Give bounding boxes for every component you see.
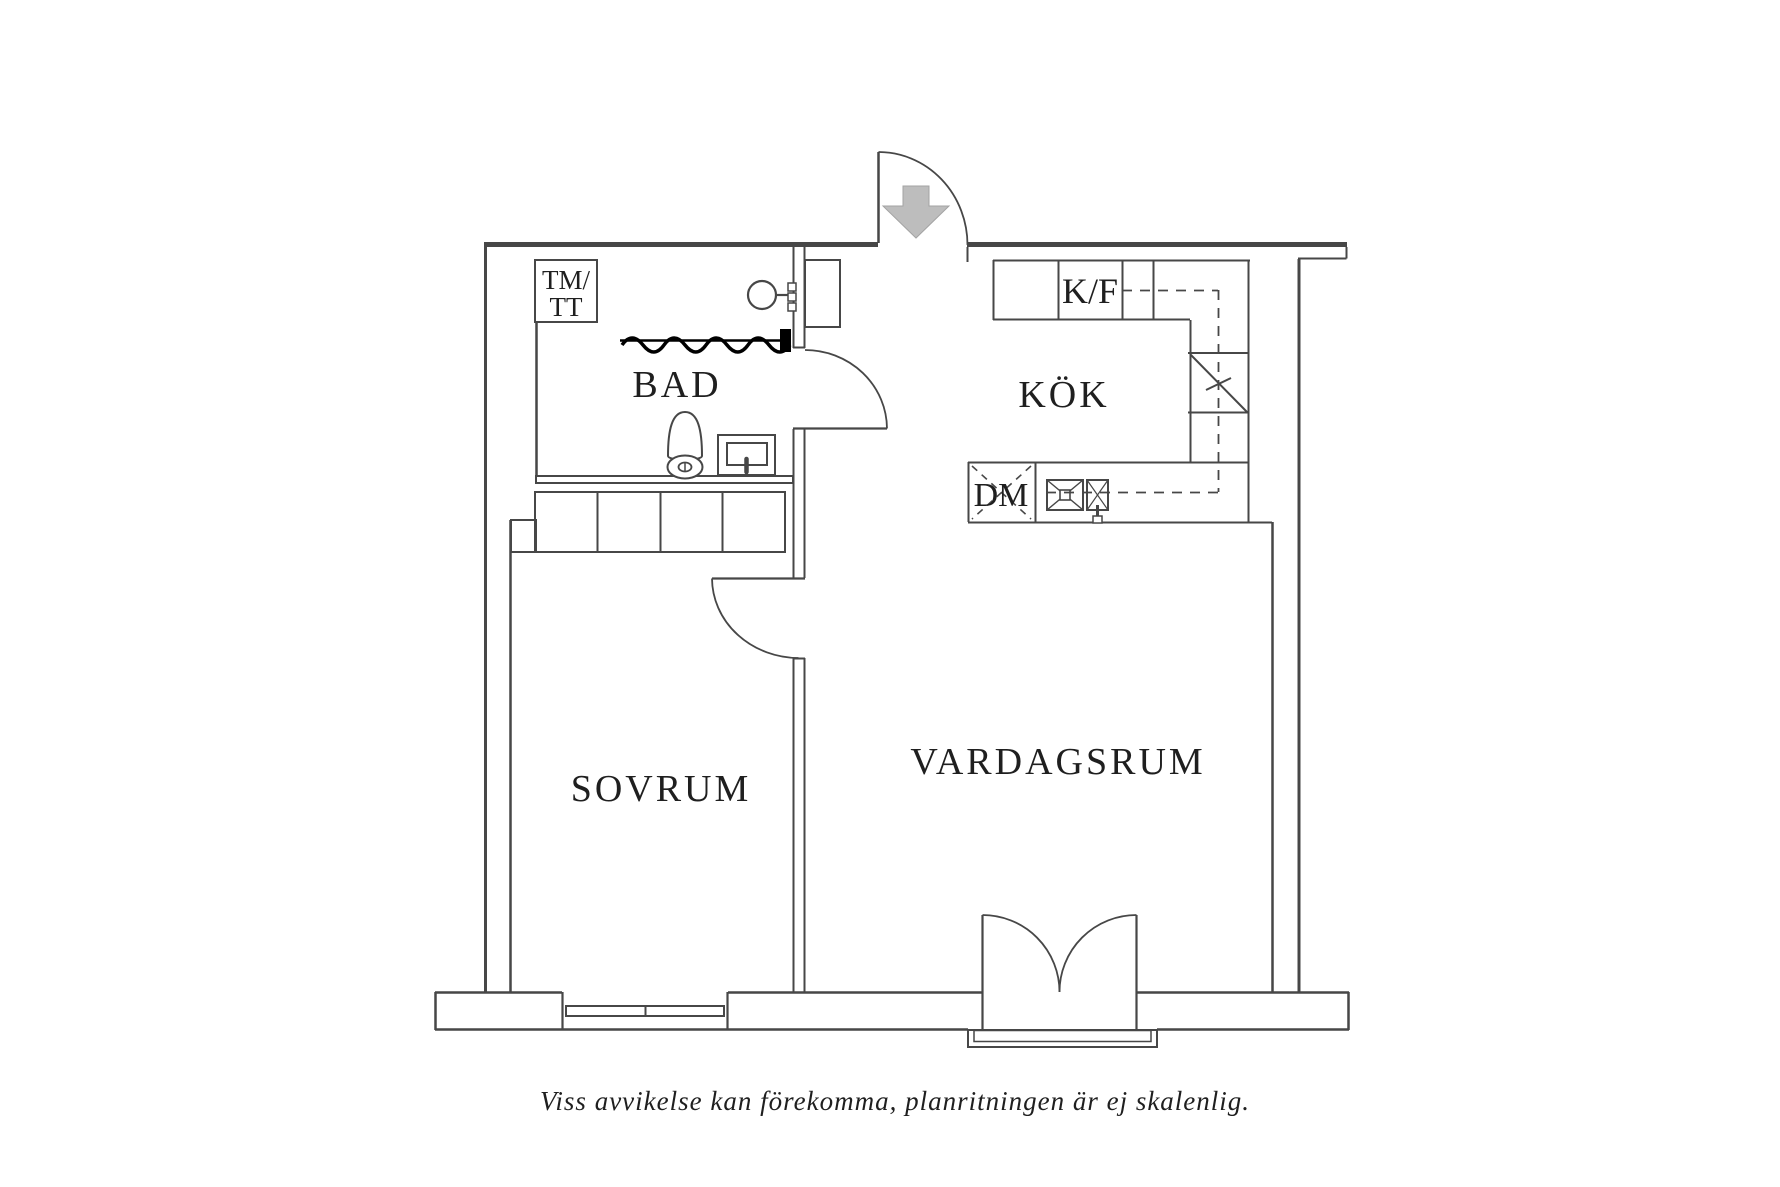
round-basin <box>746 279 778 311</box>
bedroom-window-jambs <box>561 992 729 1030</box>
top-wall-left <box>484 242 878 247</box>
entrance <box>877 151 969 246</box>
living-room-label: VARDAGSRUM <box>910 741 1205 783</box>
faucet-unit-cross <box>1086 479 1109 511</box>
dishwasher-dashed-cross <box>971 465 1032 520</box>
basin-wall-bracket <box>787 302 797 312</box>
bathroom-door-swing-arc <box>804 349 888 429</box>
bathroom-label: BAD <box>632 364 721 406</box>
balcony-door-left-arc <box>982 914 1061 993</box>
fridge-freezer-label: K/F <box>1062 271 1118 311</box>
toilet-bowl <box>666 410 704 461</box>
bedroom-label: SOVRUM <box>571 768 752 810</box>
closet-dividers <box>596 492 724 552</box>
balcony-door-right-arc <box>1058 914 1137 993</box>
kitchen-top-counter-row <box>992 259 1250 321</box>
top-wall-right <box>967 242 1347 247</box>
room-living <box>967 914 1158 1048</box>
bottom-wall-end-caps <box>434 992 1350 1030</box>
bathroom-bottom-wall <box>535 475 794 484</box>
kitchen-right-counter-column <box>1189 260 1250 522</box>
shower-rod-end <box>780 329 791 352</box>
kitchen-sink <box>1046 479 1084 511</box>
basin-wall-bracket <box>787 292 797 302</box>
room-bedroom <box>510 491 805 1030</box>
kitchen-label: KÖK <box>1018 374 1109 416</box>
dishwasher-label: DM <box>974 477 1029 514</box>
wall-step <box>510 519 537 553</box>
kitchen-bottom-counter-row <box>967 461 1272 524</box>
faucet-base <box>1092 515 1103 524</box>
kitchen-sink-drain <box>1059 489 1071 501</box>
washer-dryer-label-line1: TM/ <box>542 265 591 295</box>
disclaimer-caption: Viss avvikelse kan förekomma, planritnin… <box>540 1086 1250 1116</box>
walls <box>434 242 1350 1031</box>
washer-dryer-label-line2: TT <box>550 292 583 322</box>
balcony-threshold-inner <box>973 1029 1152 1043</box>
top-right-corner-notch <box>1298 247 1348 260</box>
overhead-cabinets-dashed-line <box>1038 289 1220 494</box>
room-kitchen <box>804 259 1272 524</box>
shower-curtain <box>620 336 792 354</box>
labels: TM/ TT BAD K/F KÖK DM SOVRUM VARDAGSRUM … <box>540 265 1250 1116</box>
entrance-arrow-icon <box>881 185 951 239</box>
hall-closet <box>804 259 841 328</box>
basin-wall-bracket <box>787 282 797 292</box>
bedroom-door-swing-arc <box>711 578 799 659</box>
washer-dryer-box <box>534 259 598 323</box>
balcony-threshold <box>967 1029 1158 1048</box>
room-bathroom <box>534 259 888 480</box>
hall-divider-wall <box>792 247 806 992</box>
entrance-door-swing-arc <box>878 151 969 246</box>
washbasin <box>717 434 776 476</box>
